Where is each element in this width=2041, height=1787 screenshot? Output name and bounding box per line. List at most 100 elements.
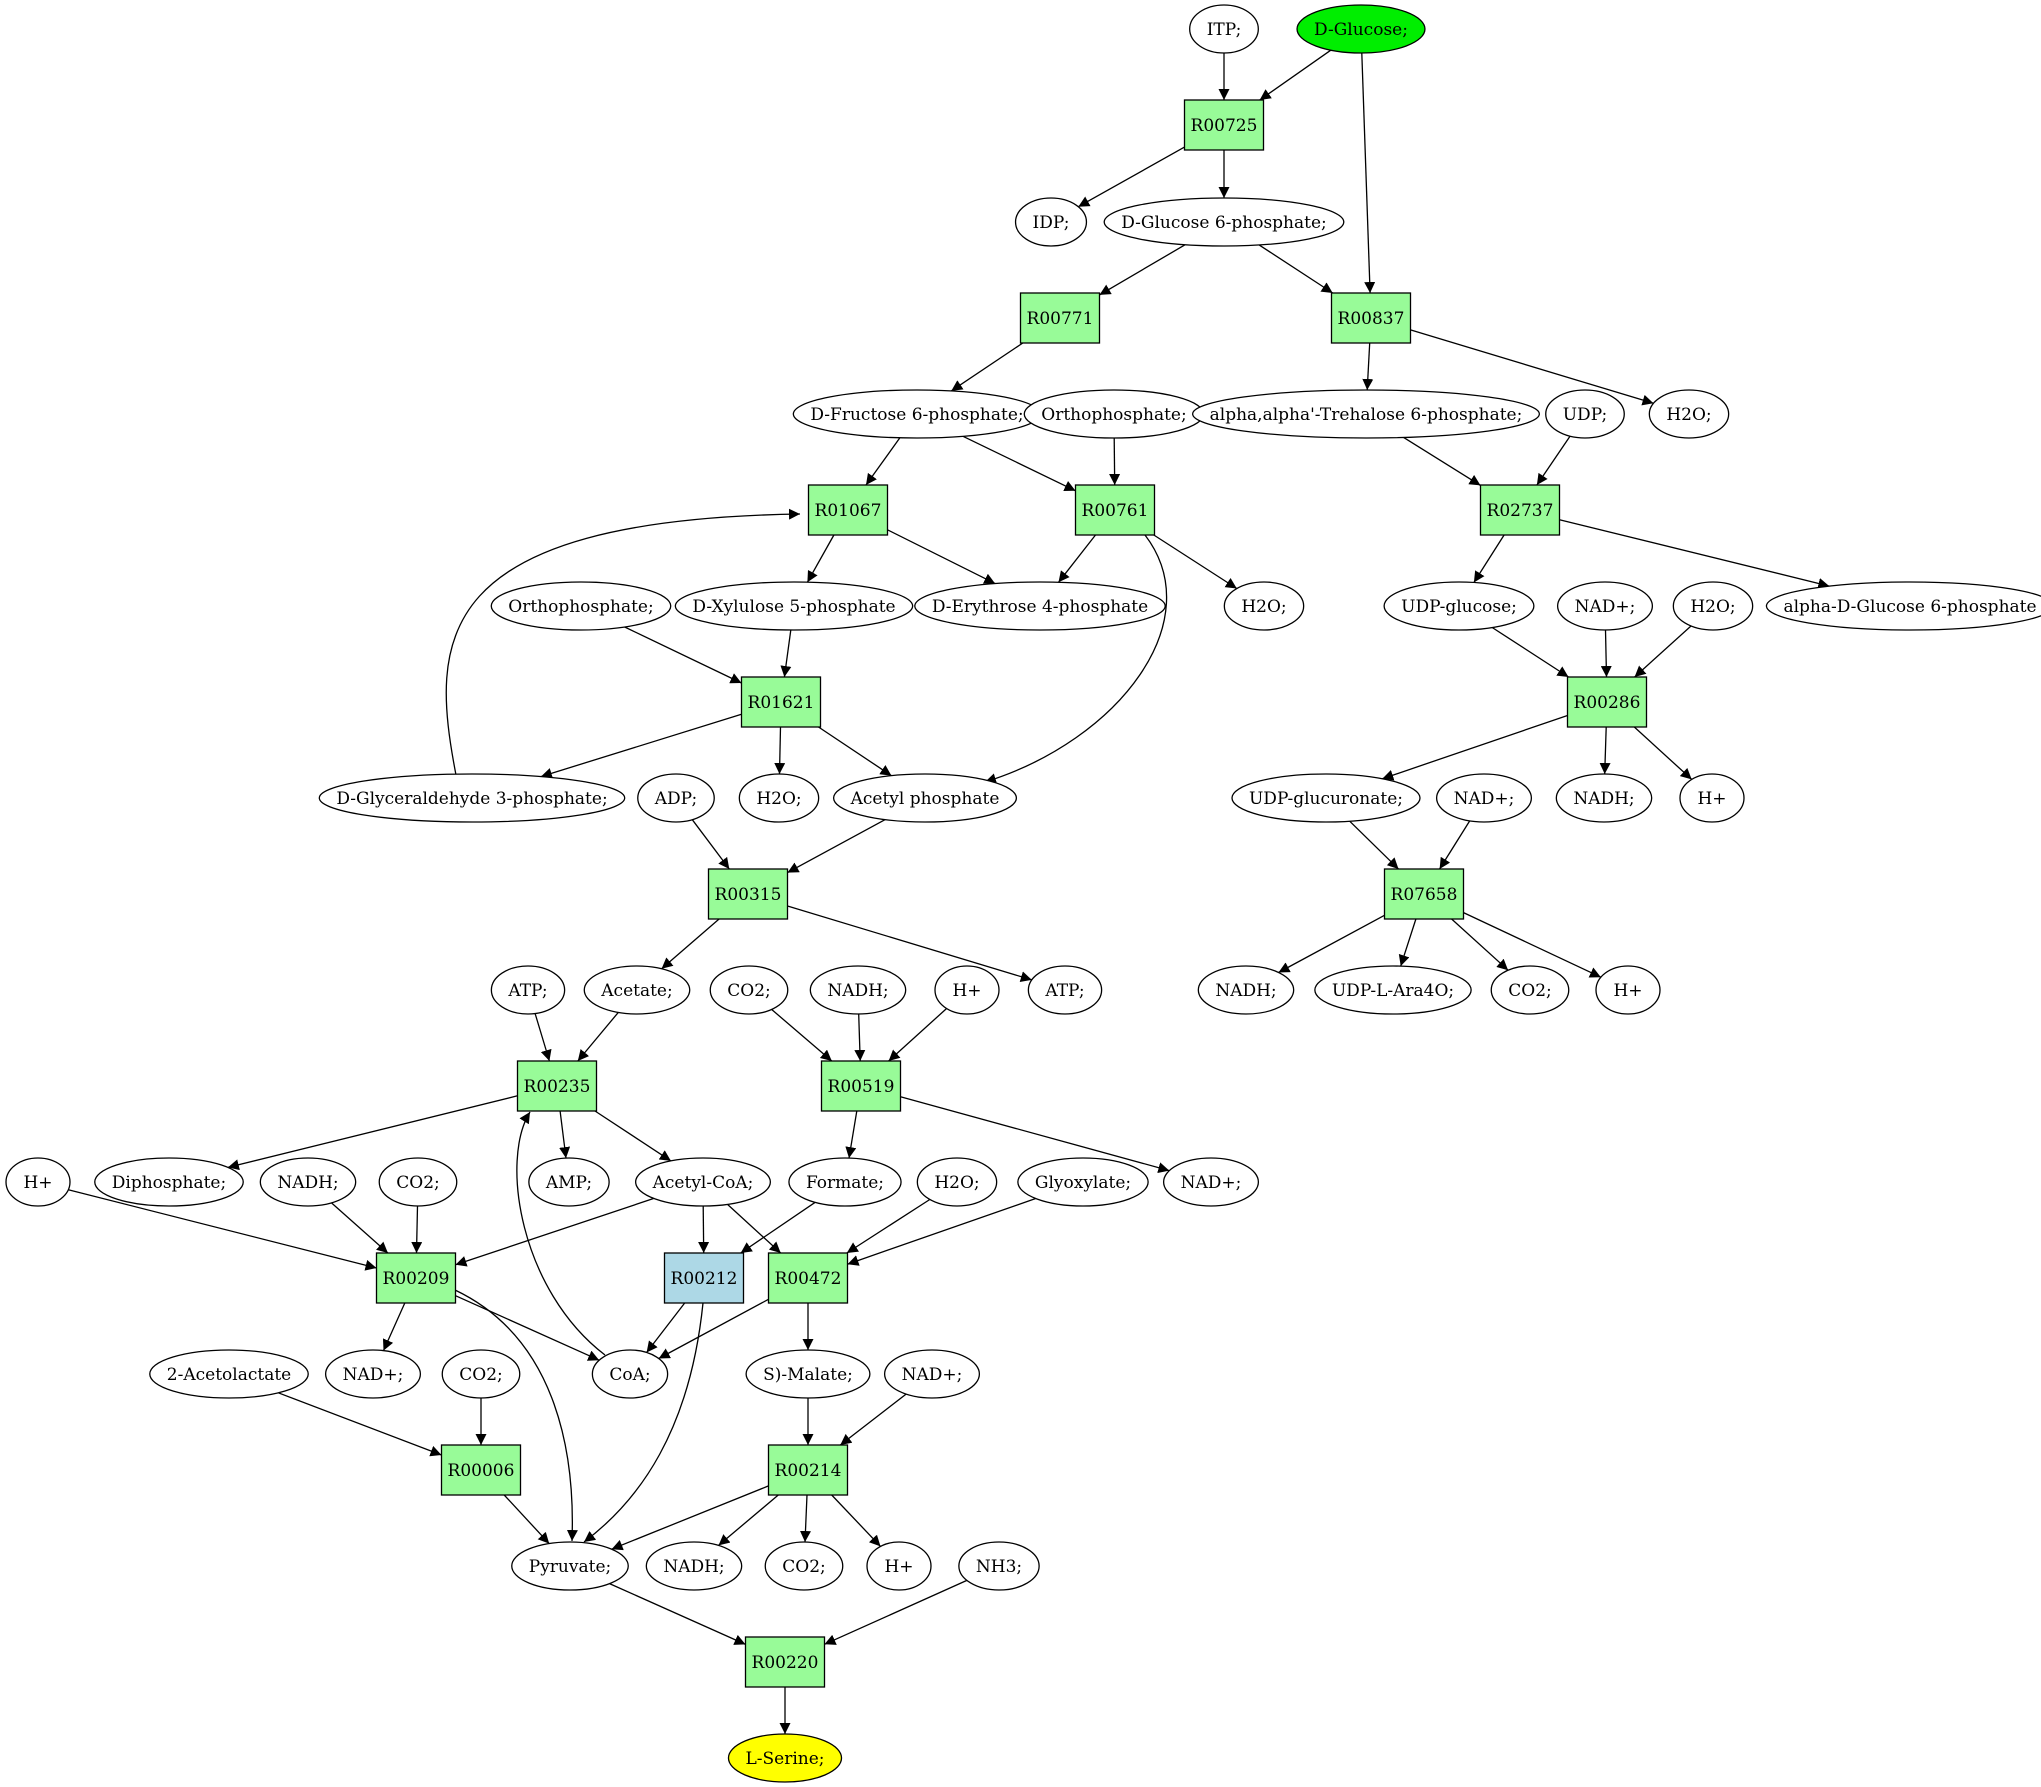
- node-r00315: R00315: [707, 868, 789, 920]
- node-nadh1: NADH;: [1555, 773, 1653, 823]
- edge-h2o3-to-r00286: [1634, 625, 1692, 678]
- edge-adp-to-r00315: [691, 819, 730, 870]
- compound-ellipse: [1556, 581, 1654, 631]
- node-lserine: L-Serine;: [727, 1733, 843, 1783]
- edge-r07658-to-nadh3: [1278, 914, 1385, 974]
- compound-ellipse: [883, 1349, 981, 1399]
- edge-nadp5-to-r00214: [839, 1393, 907, 1446]
- compound-ellipse: [1191, 389, 1541, 439]
- compound-ellipse: [1648, 389, 1730, 439]
- edge-dglucose-to-r00837: [1361, 52, 1376, 294]
- edge-r00214-to-hp5: [831, 1494, 881, 1547]
- compound-ellipse: [1679, 773, 1745, 823]
- edge-g6p-to-r00837: [1258, 244, 1334, 294]
- node-nadh3: NADH;: [1197, 965, 1295, 1015]
- node-label: AMP;: [545, 1173, 592, 1193]
- node-formate: Formate;: [788, 1157, 902, 1207]
- node-r00837: R00837: [1330, 292, 1412, 344]
- edge-ortho2-to-r01621: [624, 626, 742, 684]
- node-idp: IDP;: [1014, 197, 1088, 247]
- node-adg6p: alpha-D-Glucose 6-phosphate: [1765, 581, 2041, 631]
- compound-ellipse: [832, 773, 1018, 823]
- edge-g3p-to-r01067: [445, 508, 801, 776]
- node-label: Pyruvate;: [529, 1557, 611, 1577]
- edge-r00209-to-pyruvate: [454, 1289, 578, 1542]
- reaction-box: [820, 1060, 902, 1112]
- compound-ellipse: [1490, 965, 1570, 1015]
- edge-r00214-to-pyruvate: [611, 1485, 769, 1551]
- node-label: H+: [1697, 789, 1726, 809]
- compound-ellipse: [324, 1349, 422, 1399]
- node-label: H2O;: [934, 1173, 979, 1193]
- reaction-box: [767, 1252, 849, 1304]
- compound-ellipse: [528, 1157, 610, 1207]
- reaction-box: [375, 1252, 457, 1304]
- compound-ellipse: [1162, 1157, 1260, 1207]
- edge-r00761-to-e4p: [1057, 534, 1097, 583]
- reaction-box: [1479, 484, 1561, 536]
- edge-glyox-to-r00472: [847, 1197, 1036, 1266]
- node-label: Acetyl phosphate: [850, 789, 1000, 809]
- edge-acp-to-r00315: [787, 819, 886, 874]
- node-g6p: D-Glucose 6-phosphate;: [1103, 197, 1345, 247]
- node-r00220: R00220: [744, 1636, 826, 1688]
- node-label: R00235: [524, 1077, 591, 1097]
- node-h2o2: H2O;: [1223, 581, 1305, 631]
- reaction-box: [1383, 868, 1465, 920]
- reaction-box: [440, 1444, 522, 1496]
- node-label: R00006: [448, 1461, 515, 1481]
- edge-r00315-to-atp2: [787, 905, 1032, 982]
- node-nadh2: NADH;: [809, 965, 907, 1015]
- compound-ellipse: [490, 581, 672, 631]
- node-label: CO2;: [396, 1173, 440, 1193]
- node-label: R02737: [1487, 501, 1554, 521]
- edge-nadp1-to-r00286: [1600, 629, 1612, 678]
- node-label: 2-Acetolactate: [167, 1365, 291, 1385]
- edge-r01067-to-xu5p: [806, 534, 835, 583]
- compound-ellipse: [318, 773, 626, 823]
- node-label: D-Glucose;: [1314, 20, 1408, 40]
- edge-hp4-to-r00209: [68, 1189, 377, 1271]
- node-label: ADP;: [654, 789, 697, 809]
- edge-r00725-to-idp: [1077, 146, 1185, 208]
- node-t6p: alpha,alpha'-Trehalose 6-phosphate;: [1191, 389, 1541, 439]
- node-amp: AMP;: [528, 1157, 610, 1207]
- node-udpara: UDP-L-Ara4O;: [1314, 965, 1472, 1015]
- node-co2b: CO2;: [1490, 965, 1570, 1015]
- node-g3p: D-Glyceraldehyde 3-phosphate;: [318, 773, 626, 823]
- reaction-box: [516, 1060, 598, 1112]
- node-label: D-Xylulose 5-phosphate: [692, 597, 895, 617]
- edge-f6p-to-r00761: [962, 435, 1076, 492]
- compound-ellipse: [1296, 4, 1426, 54]
- edge-r00006-to-pyruvate: [503, 1494, 550, 1545]
- node-ortho1: Orthophosphate;: [1023, 389, 1205, 439]
- node-label: Formate;: [806, 1173, 884, 1193]
- node-acetolactate: 2-Acetolactate: [149, 1349, 309, 1399]
- node-label: R00519: [828, 1077, 895, 1097]
- edge-r00771-to-f6p: [950, 342, 1024, 392]
- edge-r07658-to-hp3: [1463, 912, 1602, 978]
- edge-acetate-to-r00235: [577, 1011, 619, 1062]
- node-r00761: R00761: [1074, 484, 1156, 536]
- node-nadp2: NAD+;: [1435, 773, 1533, 823]
- node-label: UDP;: [1563, 405, 1608, 425]
- node-label: H+: [1613, 981, 1642, 1001]
- node-malate: S)-Malate;: [745, 1349, 871, 1399]
- compound-ellipse: [958, 1541, 1040, 1591]
- node-hp2: H+: [934, 965, 1000, 1015]
- node-label: Orthophosphate;: [508, 597, 653, 617]
- edge-t6p-to-r02737: [1403, 436, 1481, 486]
- compound-ellipse: [914, 581, 1166, 631]
- compound-ellipse: [1223, 581, 1305, 631]
- node-accoa: Acetyl-CoA;: [634, 1157, 772, 1207]
- node-label: R00771: [1027, 309, 1094, 329]
- edge-r00761-to-acp: [984, 534, 1168, 784]
- node-label: D-Glucose 6-phosphate;: [1121, 213, 1327, 233]
- edge-r00214-to-co2e: [799, 1494, 811, 1543]
- reaction-box: [1566, 676, 1648, 728]
- node-acp: Acetyl phosphate: [832, 773, 1018, 823]
- compound-ellipse: [1314, 965, 1472, 1015]
- edge-co2c-to-r00209: [411, 1205, 423, 1254]
- edge-dglucose-to-r00725: [1259, 49, 1332, 101]
